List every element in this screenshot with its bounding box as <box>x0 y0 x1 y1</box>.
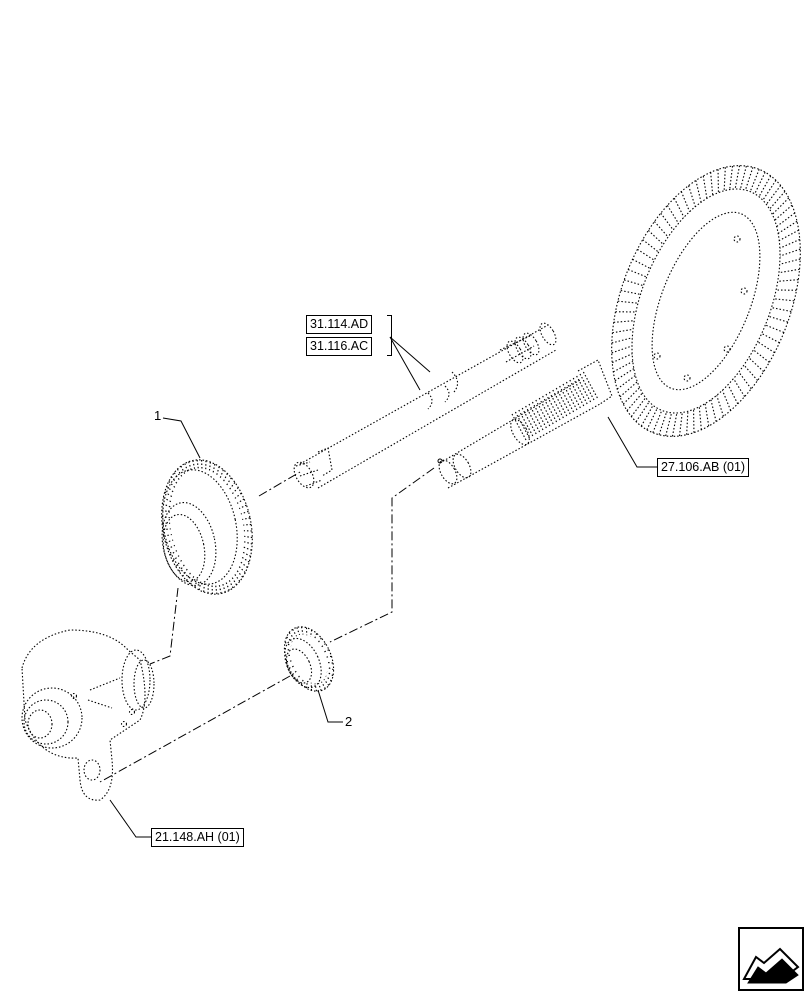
spur-gear-item-1 <box>161 459 253 595</box>
small-gear-teeth <box>284 626 334 692</box>
ref-27-106-ab[interactable]: 27.106.AB (01) <box>657 458 750 477</box>
ref-31-114-ad[interactable]: 31.114.AD <box>306 315 373 334</box>
assembly-centerlines <box>99 467 435 783</box>
shaft-splines <box>511 371 598 441</box>
ref-bracket <box>387 315 392 356</box>
ring-gear <box>611 165 801 437</box>
leader-lines <box>109 336 657 838</box>
next-page-arrow-icon[interactable] <box>738 927 804 991</box>
small-gear-item-2 <box>283 626 335 692</box>
pinion-shaft <box>437 359 613 489</box>
callout-item-2: 2 <box>345 714 353 729</box>
ref-21-148-ah[interactable]: 21.148.AH (01) <box>151 828 244 847</box>
callout-item-1: 1 <box>154 408 162 423</box>
intermediate-shaft <box>293 322 557 489</box>
ref-31-116-ac[interactable]: 31.116.AC <box>306 337 373 356</box>
spur-gear-teeth <box>161 459 253 595</box>
differential-housing <box>21 629 155 801</box>
ring-gear-teeth <box>611 165 801 437</box>
